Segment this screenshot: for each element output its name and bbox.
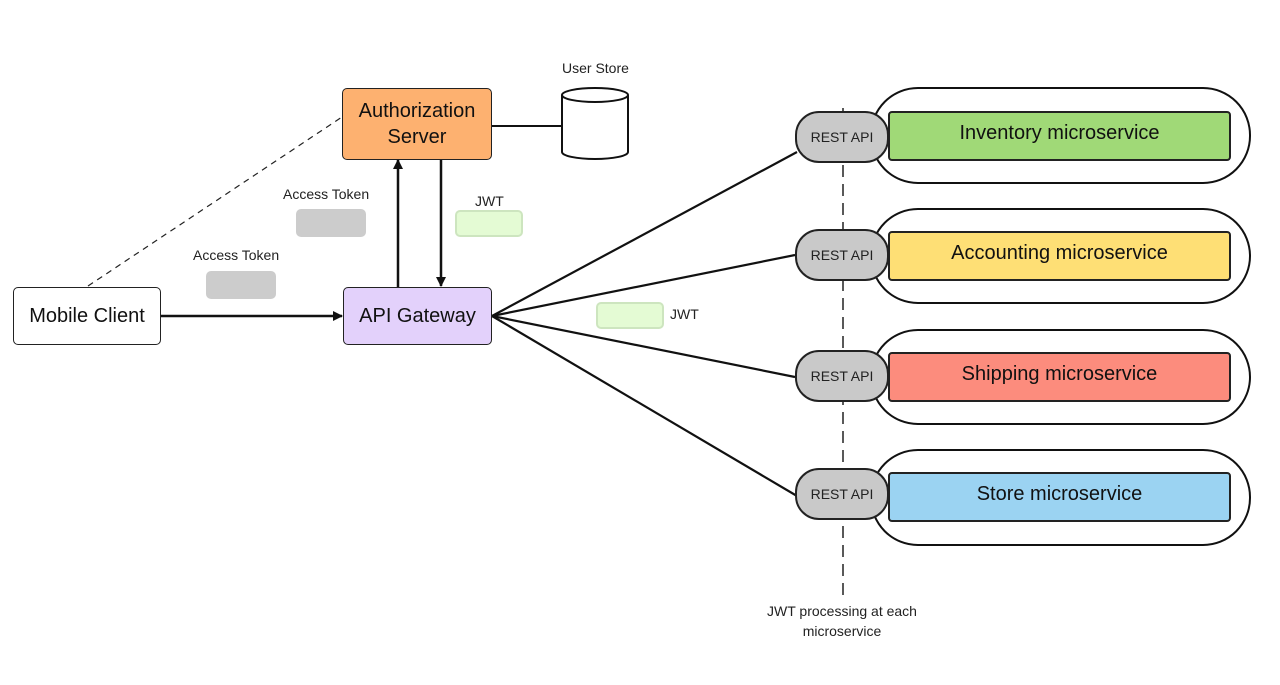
link-gateway-accounting — [491, 253, 796, 318]
rest-api-shipping[interactable]: REST API — [795, 350, 889, 402]
jwt-label-lower: JWT — [670, 306, 699, 322]
access-token-label-lower: Access Token — [193, 247, 280, 263]
jwt-processing-caption: JWT processing at each microservice — [767, 603, 917, 639]
inventory-microservice[interactable]: Inventory microservice — [888, 111, 1231, 161]
authorization-server[interactable]: Authorization Server — [342, 88, 492, 160]
rest-api-accounting[interactable]: REST API — [795, 229, 889, 281]
store-microservice[interactable]: Store microservice — [888, 472, 1231, 522]
rest-api-inventory[interactable]: REST API — [795, 111, 889, 163]
user-store-database-icon — [561, 87, 629, 160]
api-gateway-label: API Gateway — [359, 304, 476, 327]
access-token-lower — [206, 271, 276, 299]
shipping-microservice[interactable]: Shipping microservice — [888, 352, 1231, 402]
link-gateway-inventory — [491, 151, 798, 317]
link-gateway-store — [491, 315, 798, 497]
jwt-token-upper — [455, 210, 523, 237]
jwt-label-upper: JWT — [475, 193, 504, 209]
dashed-link-client-auth — [87, 116, 343, 287]
mobile-client[interactable]: Mobile Client — [13, 287, 161, 345]
api-gateway[interactable]: API Gateway — [343, 287, 492, 345]
link-gateway-shipping — [491, 314, 796, 379]
access-token-upper — [296, 209, 366, 237]
authorization-server-label: Authorization Server — [358, 100, 476, 148]
access-token-label-upper: Access Token — [283, 186, 370, 202]
jwt-token-lower — [596, 302, 664, 329]
accounting-microservice[interactable]: Accounting microservice — [888, 231, 1231, 281]
mobile-client-label: Mobile Client — [29, 304, 145, 327]
user-store-label: User Store — [562, 60, 629, 76]
rest-api-store[interactable]: REST API — [795, 468, 889, 520]
